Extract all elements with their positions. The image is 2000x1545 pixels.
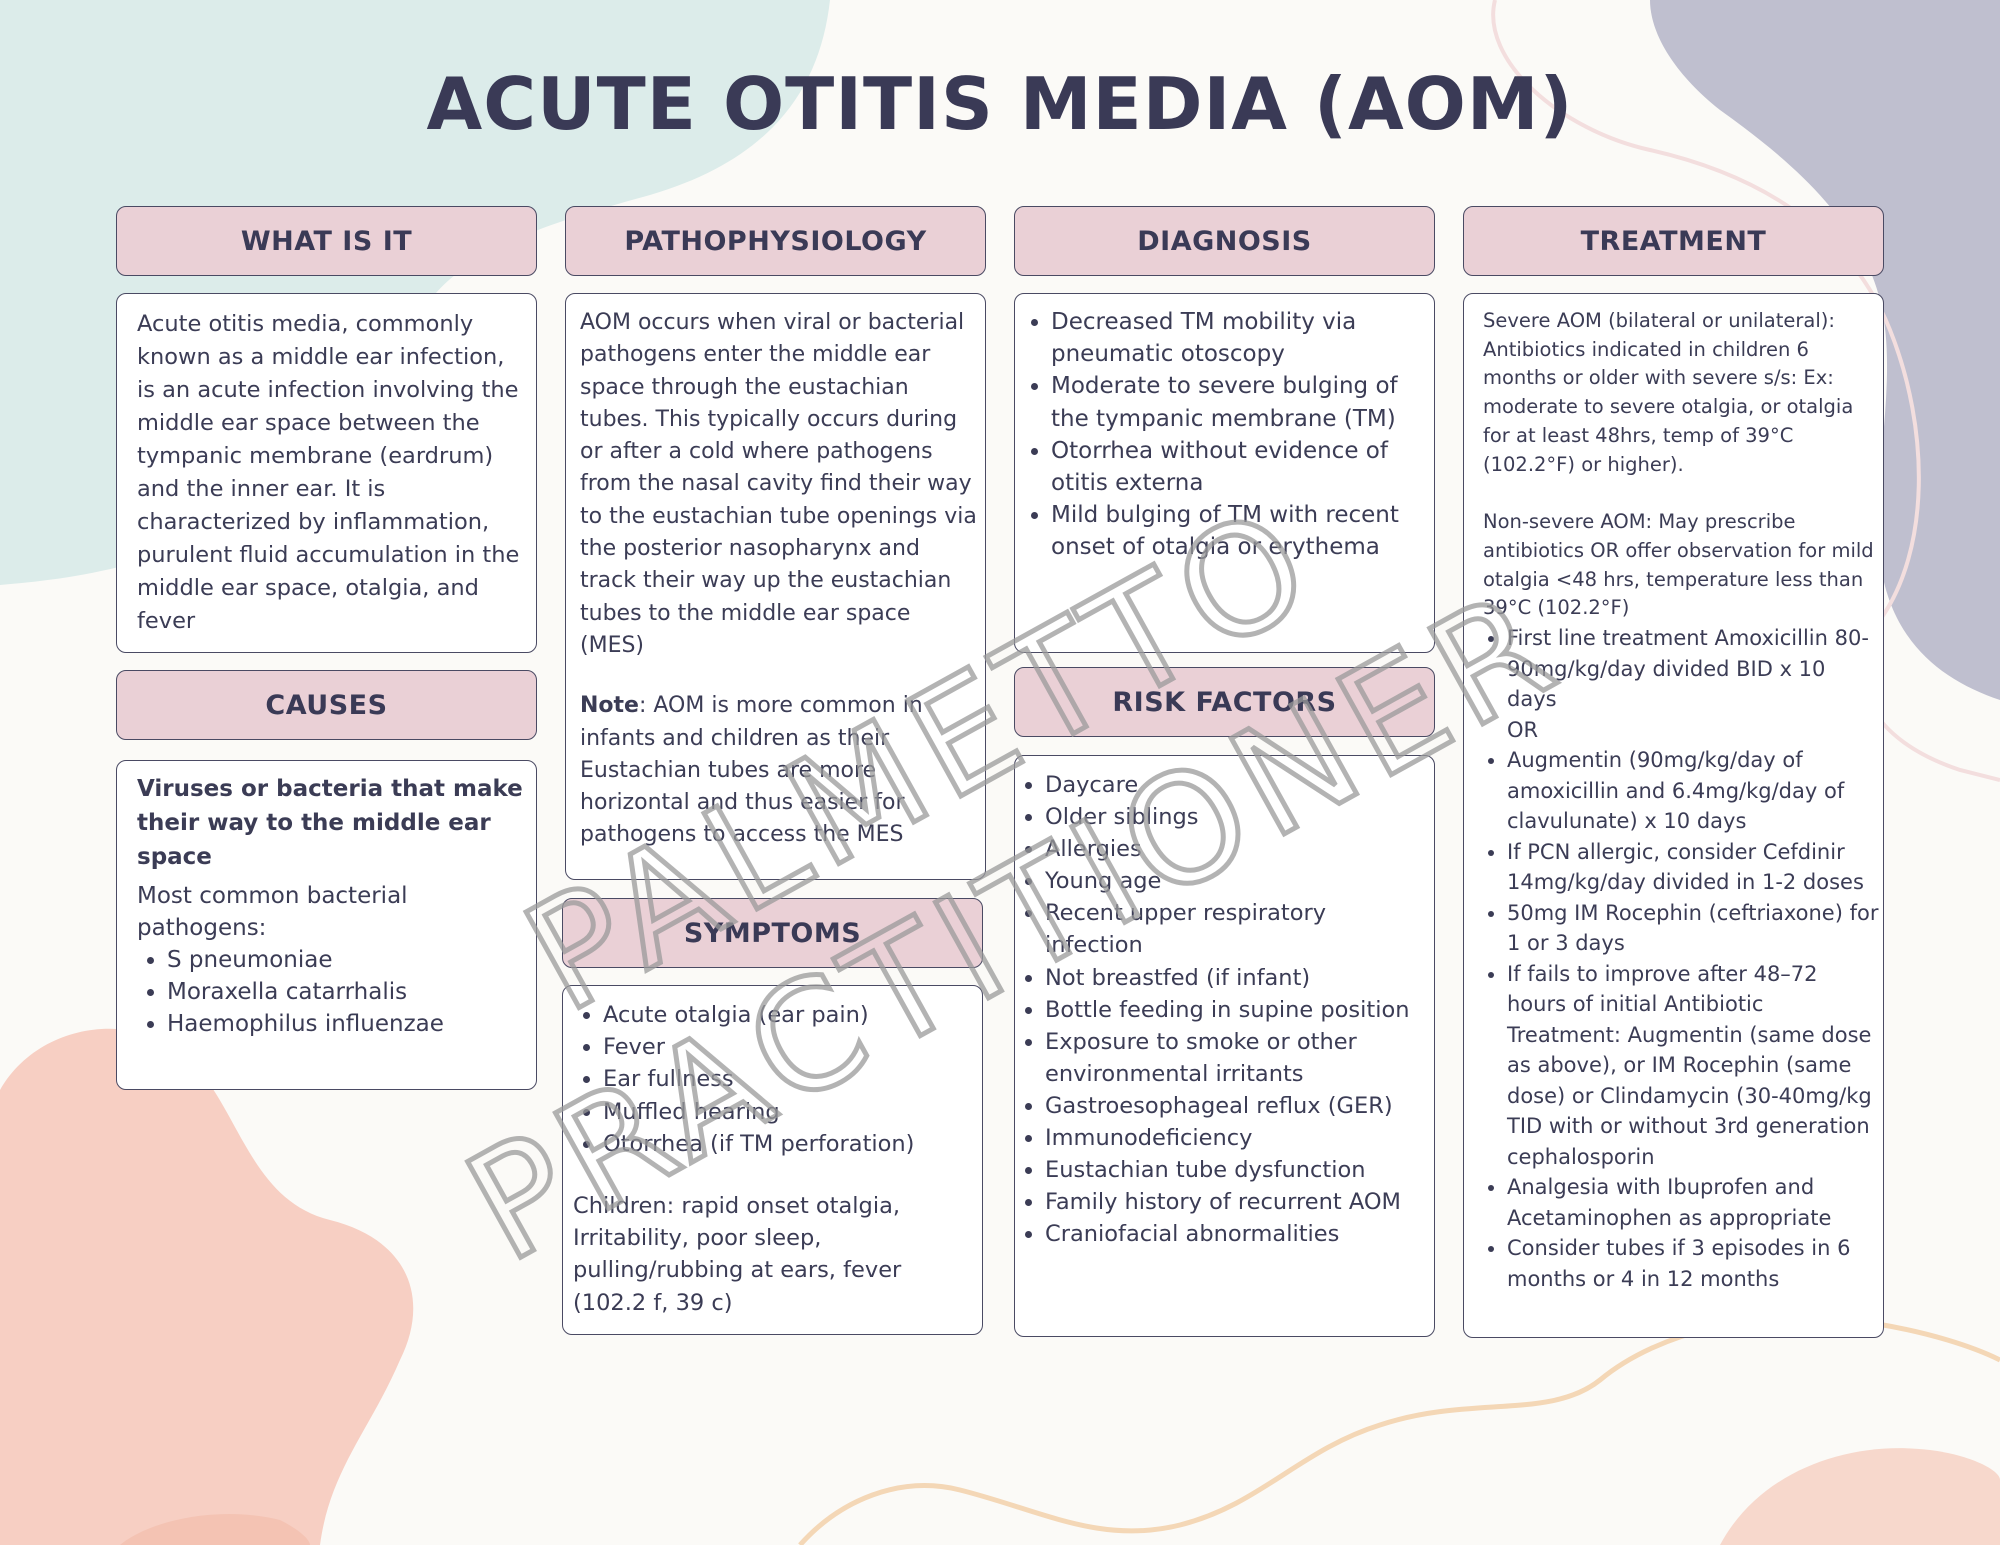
symptoms-children: Children: rapid onset otalgia, Irritabil… bbox=[573, 1193, 902, 1316]
note-text: : AOM is more common in infants and chil… bbox=[580, 693, 923, 848]
note-label: Note bbox=[580, 693, 639, 719]
symptoms-card: Acute otalgia (ear pain) Fever Ear fulln… bbox=[562, 985, 983, 1335]
list-item: S pneumoniae bbox=[167, 944, 528, 976]
treatment-list: First line treatment Amoxicillin 80-90mg… bbox=[1483, 623, 1879, 1294]
list-item: If fails to improve after 48–72 hours of… bbox=[1507, 959, 1879, 1173]
gray-blob bbox=[1650, 0, 2000, 700]
list-item: Muffled hearing bbox=[603, 1096, 974, 1128]
risk-factors-list: Daycare Older siblings Allergies Young a… bbox=[1015, 769, 1426, 1250]
treatment-heading: TREATMENT bbox=[1463, 206, 1884, 276]
list-item: Young age bbox=[1045, 865, 1426, 897]
list-item: Craniofacial abnormalities bbox=[1045, 1218, 1426, 1250]
page-title: ACUTE OTITIS MEDIA (AOM) bbox=[426, 62, 1574, 146]
what-is-it-card: Acute otitis media, commonly known as a … bbox=[116, 293, 537, 653]
symptoms-list: Acute otalgia (ear pain) Fever Ear fulln… bbox=[573, 999, 974, 1160]
list-item: Consider tubes if 3 episodes in 6 months… bbox=[1507, 1233, 1879, 1294]
list-item: Ear fullness bbox=[603, 1063, 974, 1095]
list-item: Otorrhea (if TM perforation) bbox=[603, 1128, 974, 1160]
list-item: Otorrhea without evidence of otitis exte… bbox=[1051, 435, 1424, 499]
diagnosis-card: Decreased TM mobility via pneumatic otos… bbox=[1014, 293, 1435, 653]
risk-factors-card: Daycare Older siblings Allergies Young a… bbox=[1014, 755, 1435, 1337]
peach-blob bbox=[0, 1028, 414, 1545]
list-item: Analgesia with Ibuprofen and Acetaminoph… bbox=[1507, 1172, 1879, 1233]
list-item: 50mg IM Rocephin (ceftriaxone) for 1 or … bbox=[1507, 898, 1879, 959]
treatment-severe: Severe AOM (bilateral or unilateral): An… bbox=[1483, 309, 1854, 476]
what-is-it-heading: WHAT IS IT bbox=[116, 206, 537, 276]
causes-card: Viruses or bacteria that make their way … bbox=[116, 760, 537, 1090]
list-item: Decreased TM mobility via pneumatic otos… bbox=[1051, 306, 1424, 370]
list-item: Haemophilus influenzae bbox=[167, 1008, 528, 1040]
list-item: Augmentin (90mg/kg/day of amoxicillin an… bbox=[1507, 745, 1879, 837]
list-item: First line treatment Amoxicillin 80-90mg… bbox=[1507, 623, 1879, 745]
list-item: Mild bulging of TM with recent onset of … bbox=[1051, 499, 1424, 563]
list-item: If PCN allergic, consider Cefdinir 14mg/… bbox=[1507, 837, 1879, 898]
list-item: Eustachian tube dysfunction bbox=[1045, 1154, 1426, 1186]
list-item: Exposure to smoke or other environmental… bbox=[1045, 1026, 1426, 1090]
causes-heading: CAUSES bbox=[116, 670, 537, 740]
list-item: Older siblings bbox=[1045, 801, 1426, 833]
list-item: Bottle feeding in supine position bbox=[1045, 994, 1426, 1026]
list-item: Daycare bbox=[1045, 769, 1426, 801]
list-item: Allergies bbox=[1045, 833, 1426, 865]
list-item: Fever bbox=[603, 1031, 974, 1063]
list-item: Family history of recurrent AOM bbox=[1045, 1186, 1426, 1218]
treatment-nonsevere: Non-severe AOM: May prescribe antibiotic… bbox=[1483, 510, 1874, 620]
diagnosis-heading: DIAGNOSIS bbox=[1014, 206, 1435, 276]
list-item: Acute otalgia (ear pain) bbox=[603, 999, 974, 1031]
causes-lead: Viruses or bacteria that make their way … bbox=[137, 776, 523, 870]
symptoms-heading: SYMPTOMS bbox=[562, 898, 983, 968]
pathophysiology-heading: PATHOPHYSIOLOGY bbox=[565, 206, 986, 276]
diagnosis-list: Decreased TM mobility via pneumatic otos… bbox=[1021, 306, 1424, 564]
what-is-it-text: Acute otitis media, commonly known as a … bbox=[137, 311, 520, 634]
list-item: Recent upper respiratory infection bbox=[1045, 897, 1426, 961]
peach-blob-lower bbox=[120, 1514, 310, 1545]
peach-blob-right bbox=[1720, 1448, 2000, 1545]
causes-sub: Most common bacterial pathogens: bbox=[137, 883, 408, 941]
pathophysiology-card: AOM occurs when viral or bacterial patho… bbox=[565, 293, 986, 880]
list-item: Gastroesophageal reflux (GER) bbox=[1045, 1090, 1426, 1122]
risk-factors-heading: RISK FACTORS bbox=[1014, 667, 1435, 737]
causes-pathogen-list: S pneumoniae Moraxella catarrhalis Haemo… bbox=[137, 944, 528, 1040]
list-item: Moderate to severe bulging of the tympan… bbox=[1051, 370, 1424, 434]
list-item: Moraxella catarrhalis bbox=[167, 976, 528, 1008]
pathophysiology-text: AOM occurs when viral or bacterial patho… bbox=[580, 310, 977, 658]
treatment-card: Severe AOM (bilateral or unilateral): An… bbox=[1463, 293, 1884, 1338]
list-item: Not breastfed (if infant) bbox=[1045, 962, 1426, 994]
list-item: Immunodeficiency bbox=[1045, 1122, 1426, 1154]
